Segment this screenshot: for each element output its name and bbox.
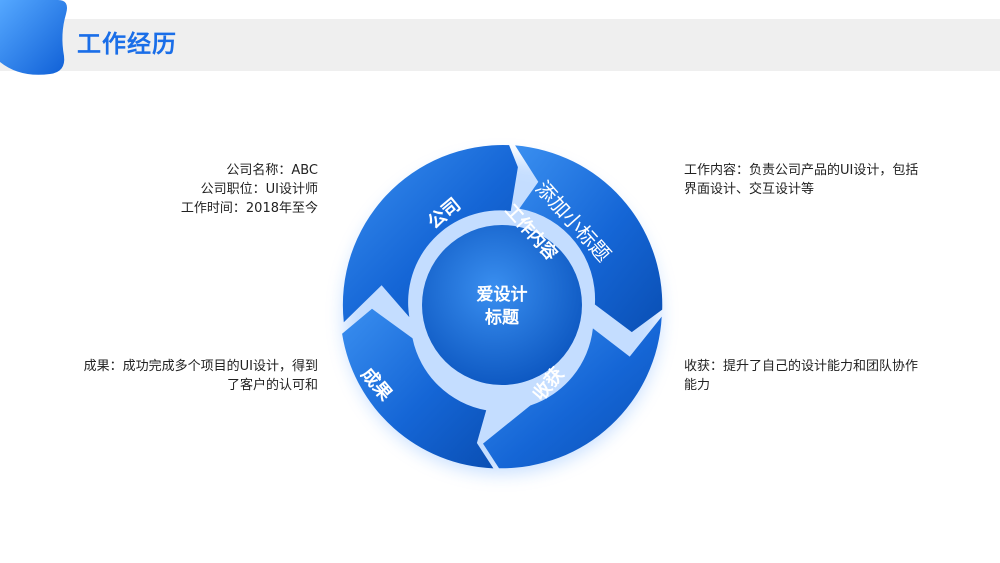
center-circle [422,225,582,385]
work-content-line2: 界面设计、交互设计等 [684,182,815,197]
company-name: 公司名称：ABC [226,163,318,178]
achievement-block: 成果：成功完成多个项目的UI设计，得到 了客户的认可和 [84,357,318,395]
company-position: 公司职位：UI设计师 [200,182,318,197]
work-time: 工作时间：2018年至今 [180,201,318,216]
segment-bottom-left [342,308,494,469]
center-title-line1: 爱设计 [477,284,528,305]
header-logo-icon [0,0,67,75]
work-content-block: 工作内容：负责公司产品的UI设计，包括 界面设计、交互设计等 [684,161,918,199]
gain-block: 收获：提升了自己的设计能力和团队协作 能力 [684,357,918,395]
company-info-block: 公司名称：ABC 公司职位：UI设计师 工作时间：2018年至今 [181,161,318,218]
segment-top-left [342,144,518,323]
segment-top-right [515,145,663,333]
achievement-line2: 了客户的认可和 [226,378,318,393]
achievement-line1: 成果：成功完成多个项目的UI设计，得到 [83,359,318,374]
gain-line1: 收获：提升了自己的设计能力和团队协作 [684,359,919,374]
gain-line2: 能力 [684,378,711,393]
segment-bottom-right [483,316,662,469]
page-title: 工作经历 [77,30,177,58]
center-title-line2: 标题 [485,307,520,328]
header-bar [0,19,1000,71]
work-content-line1: 工作内容：负责公司产品的UI设计，包括 [684,163,919,178]
